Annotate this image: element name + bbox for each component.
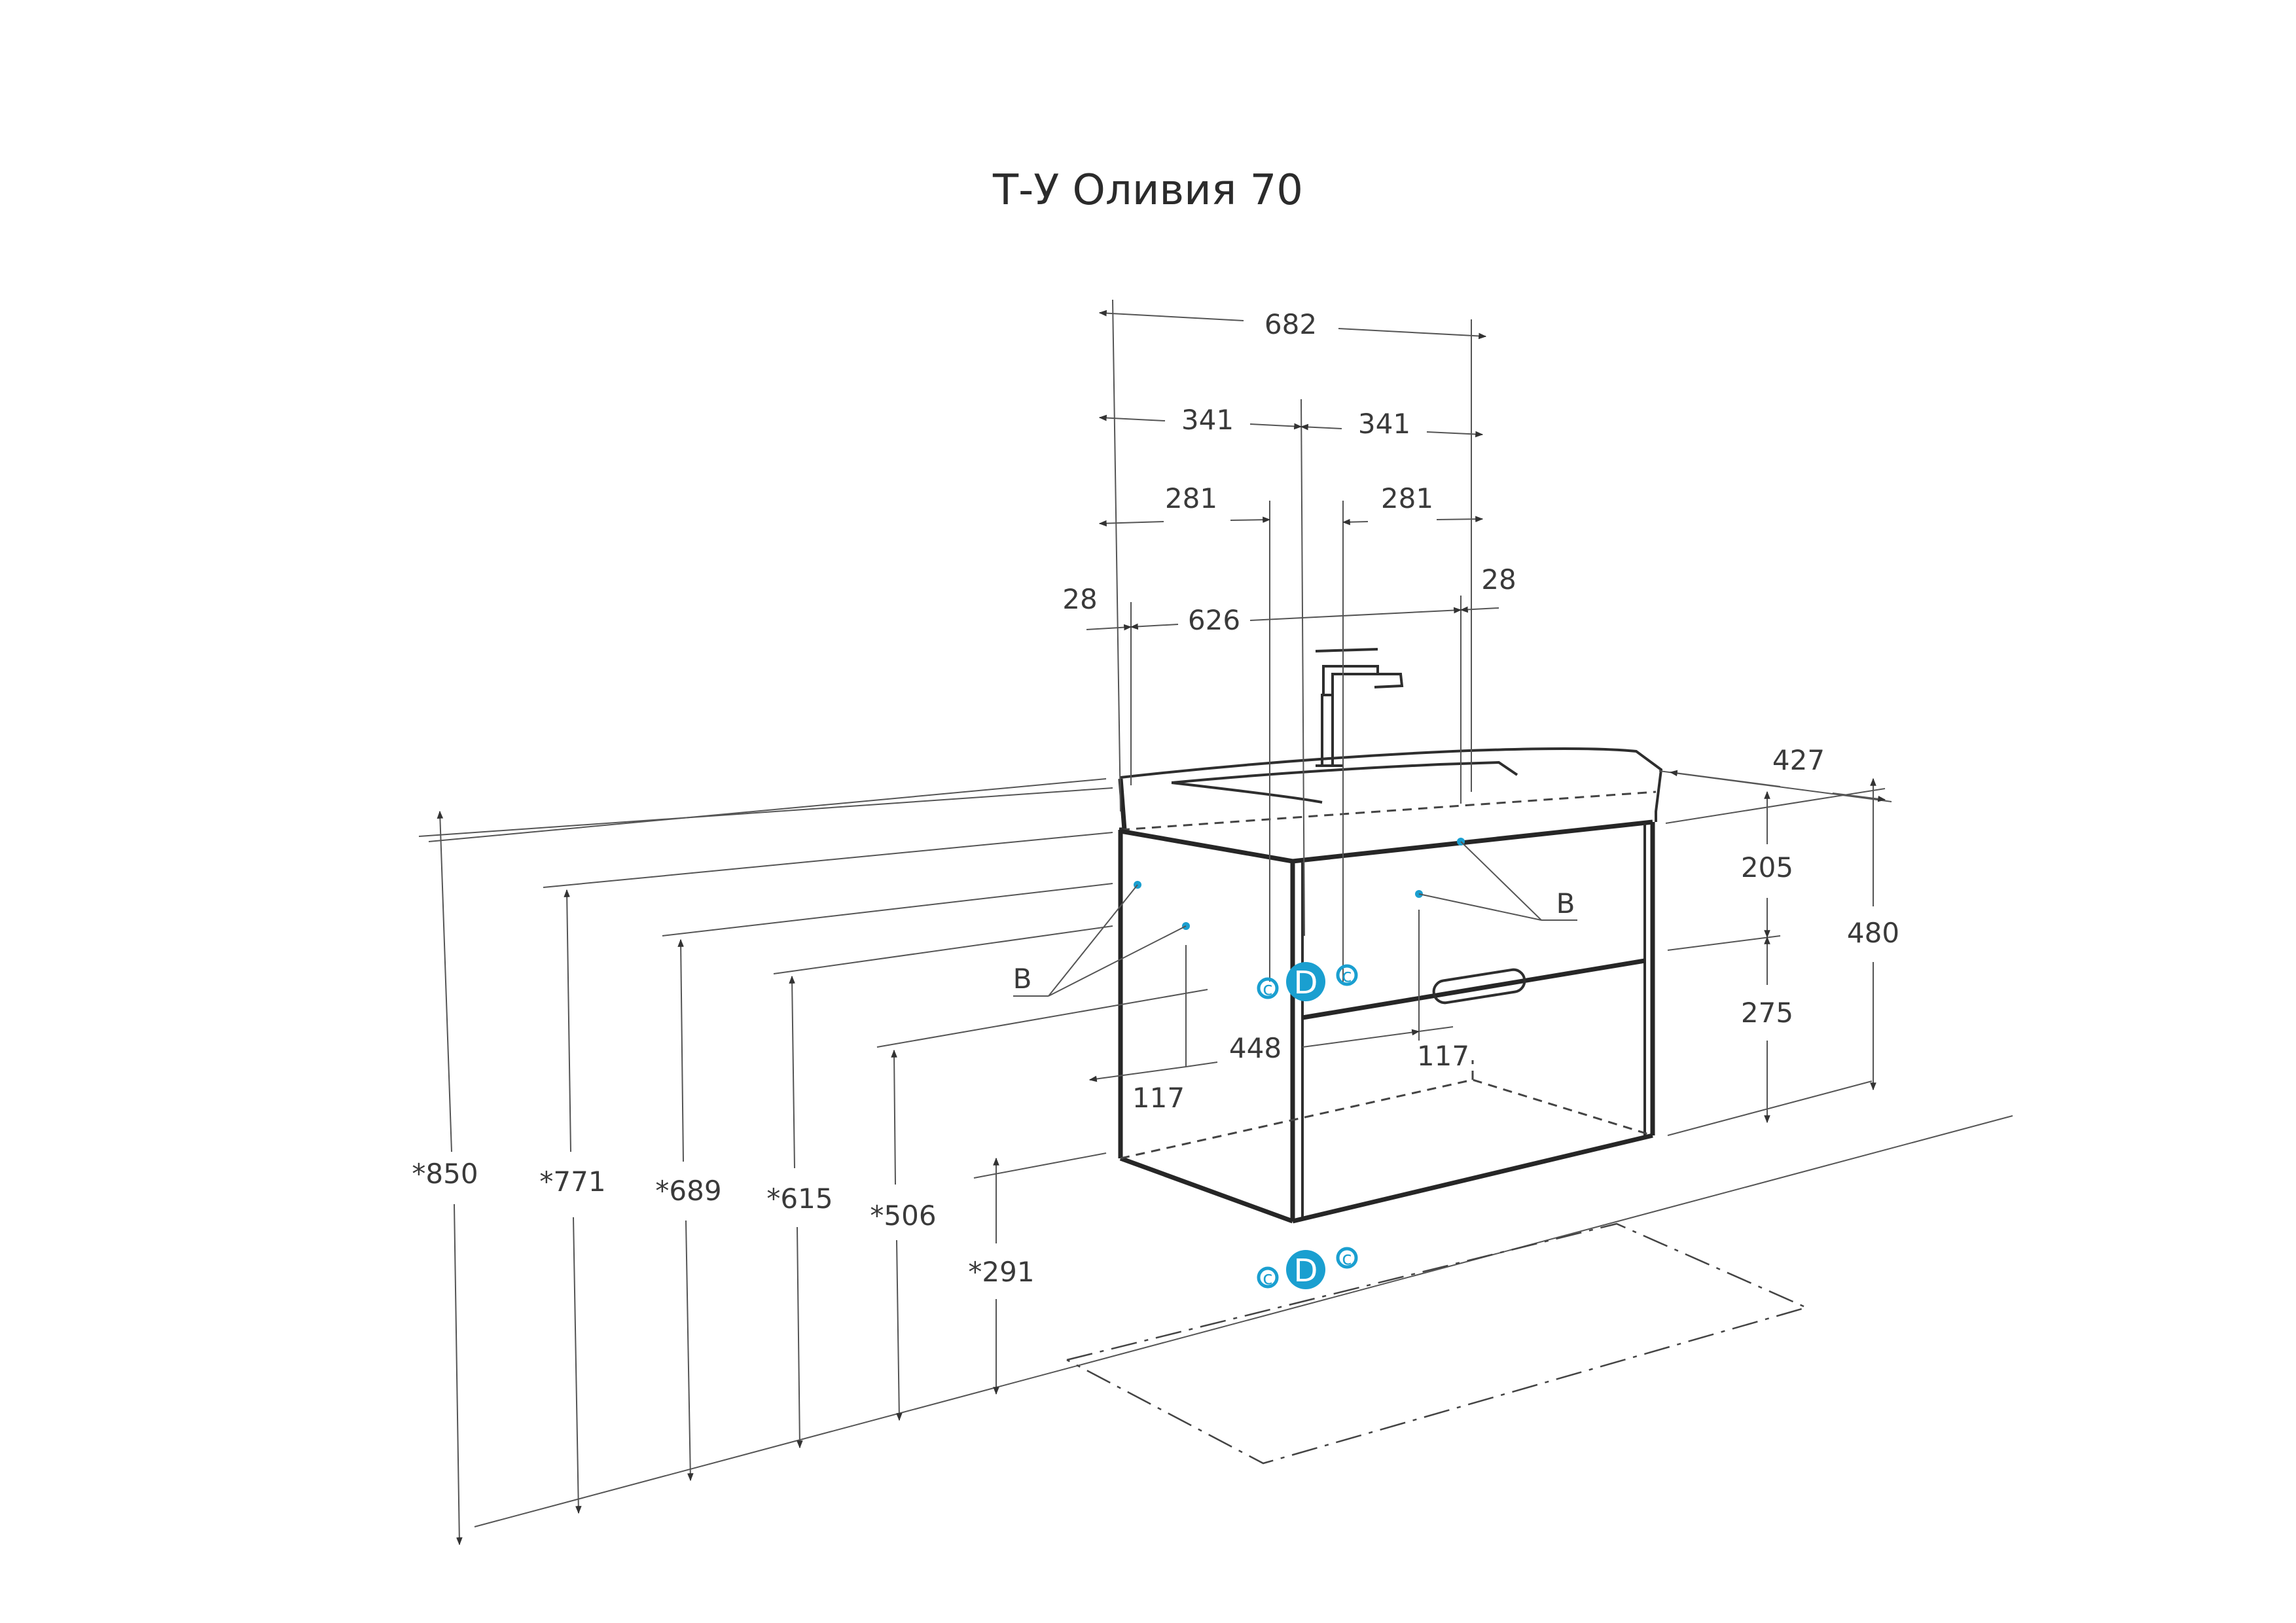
dim-275: 275 <box>1741 997 1793 1029</box>
vanity-cabinet <box>1118 747 1663 1224</box>
utility-markers-lower <box>1257 1247 1358 1289</box>
dim-626: 626 <box>1188 604 1240 636</box>
dim-682: 682 <box>1265 308 1317 340</box>
dim-h850: *850 <box>412 1158 478 1190</box>
floor-plane <box>428 778 2013 1527</box>
dim-281-left: 281 <box>1165 482 1217 514</box>
dim-281-right: 281 <box>1381 482 1433 514</box>
mount-hole-dimensions <box>1088 910 1454 1082</box>
floor-rug-outline <box>1066 1222 1809 1465</box>
dim-448: 448 <box>1229 1032 1282 1064</box>
dim-427: 427 <box>1772 744 1825 776</box>
right-dimensions <box>1659 770 1892 1136</box>
utility-markers-upper <box>1257 962 1358 1001</box>
dim-28-left: 28 <box>1062 583 1097 615</box>
dim-h615: *615 <box>766 1183 833 1215</box>
dim-28-right: 28 <box>1481 563 1516 596</box>
dim-205: 205 <box>1741 851 1793 883</box>
dim-h291: *291 <box>968 1256 1034 1288</box>
top-dimensions <box>1086 299 1499 982</box>
dim-117-left: 117 <box>1132 1082 1185 1114</box>
label-b-right: B <box>1556 887 1575 919</box>
dim-341-left: 341 <box>1181 404 1234 436</box>
label-c-upper-left: c <box>1263 978 1272 999</box>
drawing-title: Т-У Оливия 70 <box>992 166 1303 215</box>
label-d-lower: D <box>1294 1253 1318 1289</box>
dim-341-right: 341 <box>1358 408 1410 440</box>
dim-h506: *506 <box>870 1200 936 1232</box>
faucet-icon <box>1315 648 1404 767</box>
label-d-upper: D <box>1294 965 1318 1001</box>
label-c-lower-left: c <box>1263 1267 1272 1289</box>
left-height-dimensions <box>418 787 1208 1546</box>
dim-480: 480 <box>1847 917 1899 949</box>
dim-h689: *689 <box>655 1175 721 1207</box>
label-c-upper-right: c <box>1342 965 1352 986</box>
label-c-lower-right: c <box>1342 1247 1352 1269</box>
dim-h771: *771 <box>539 1166 605 1198</box>
mounting-points <box>1013 838 1577 997</box>
dim-117-right: 117 <box>1417 1040 1469 1072</box>
label-b-left: B <box>1013 963 1032 995</box>
